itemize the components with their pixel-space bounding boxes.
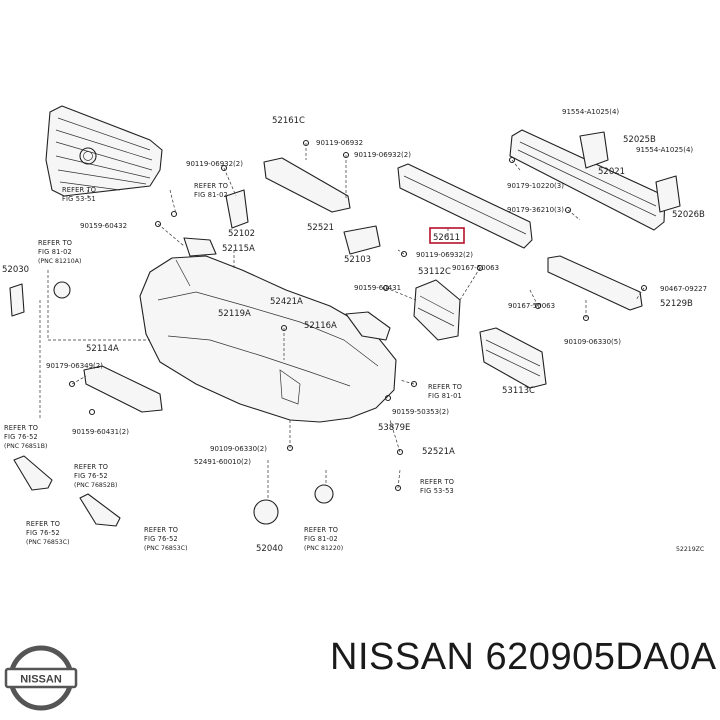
ref-label: (PNC 76852B) (74, 482, 117, 489)
part-label: 90159-60431(2) (72, 428, 129, 436)
fog-lamp-left (53, 281, 71, 299)
part-label: 52161C (272, 116, 305, 126)
part-label: 90467-09227 (660, 285, 707, 293)
part-label: 90109-06330(2) (210, 445, 267, 453)
part-label: 52115A (222, 244, 255, 254)
part-label: 90119-06932(2) (186, 160, 243, 168)
bracket-52025b (579, 131, 609, 169)
part-label: 52021 (598, 167, 625, 177)
ref-label: FIG 76-52 (74, 472, 108, 480)
ref-label: FIG 81-02 (304, 535, 338, 543)
ref-label: REFER TO (428, 383, 462, 391)
part-label: 52025B (623, 135, 656, 145)
logo-wordmark: NISSAN (20, 674, 62, 686)
part-label: 52129B (660, 299, 693, 309)
part-label: 90179-10220(3) (507, 182, 564, 190)
ref-label: FIG 76-52 (26, 529, 60, 537)
ref-label: REFER TO (26, 520, 60, 528)
part-label: 90167-50063 (508, 302, 555, 310)
part-label: 91554-A1025(4) (562, 108, 619, 116)
bumper-reinforcement (509, 129, 666, 231)
nissan-logo-icon: NISSAN (4, 645, 78, 711)
ref-label: REFER TO (304, 526, 338, 534)
part-label: 90119-06932(2) (354, 151, 411, 159)
part-label: 52521 (307, 223, 334, 233)
part-label: 52103 (344, 255, 371, 265)
part-label: 91554-A1025(4) (636, 146, 693, 154)
ref-label: REFER TO (194, 182, 228, 190)
part-label: 90167-50063 (452, 264, 499, 272)
part-label: 53112C (418, 267, 451, 277)
ref-label: (PNC 76853C) (26, 539, 69, 546)
reference-callouts: REFER TO FIG 81-02 REFER TO FIG 81-02 (P… (4, 182, 462, 552)
bracket-52114a (83, 365, 163, 413)
part-label: 52030 (2, 265, 29, 275)
bracket-52030 (9, 283, 25, 317)
part-label: 52521A (422, 447, 455, 457)
part-label: 90159-50353(2) (392, 408, 449, 416)
ref-label: FIG 53-53 (420, 487, 454, 495)
bracket-52129b (547, 255, 643, 311)
part-label: 52119A (218, 309, 251, 319)
part-label: 90179-06349(2) (46, 362, 103, 370)
ref-label: (PNC 81220) (304, 545, 343, 552)
part-label: 53113C (502, 386, 535, 396)
ref-label: FIG 76-52 (144, 535, 178, 543)
fog-lamp-81220 (314, 484, 334, 504)
part-label: 52421A (270, 297, 303, 307)
part-label: 90159-60432 (80, 222, 127, 230)
part-label: 52116A (304, 321, 337, 331)
bracket-52102 (225, 189, 249, 229)
ref-label: FIG 76-52 (4, 433, 38, 441)
ref-label: REFER TO (144, 526, 178, 534)
diagram-code: 52219ZC (676, 546, 704, 553)
part-label: 52114A (86, 344, 119, 354)
highlighted-part-box (429, 227, 465, 244)
part-label: 53879E (378, 423, 410, 433)
front-bumper-cover (139, 255, 397, 423)
bracket-52115a (183, 237, 217, 257)
ref-label: REFER TO (62, 186, 96, 194)
ref-label: FIG 81-02 (38, 248, 72, 256)
trim-76851b (13, 455, 53, 491)
part-labels: 91554-A1025(4) 52025B 91554-A1025(4) 520… (2, 108, 707, 554)
trim-76852b (79, 493, 121, 527)
part-label: 90159-60431 (354, 284, 401, 292)
part-label: 52040 (256, 544, 283, 554)
part-title: NISSAN 620905DA0A (330, 636, 717, 678)
ref-label: (PNC 76851B) (4, 443, 47, 450)
leader-lines (39, 143, 645, 500)
part-label: 52491-60010(2) (194, 458, 251, 466)
part-label: 90109-06330(5) (564, 338, 621, 346)
bracket-52026b (655, 175, 681, 213)
part-label: 90119-06932(2) (416, 251, 473, 259)
reinforcement-absorber (397, 163, 533, 249)
part-label: 90179-36210(3) (507, 206, 564, 214)
part-label: 52102 (228, 229, 255, 239)
ref-label: FIG 53-51 (62, 195, 96, 203)
grille-53113c (479, 327, 547, 389)
part-label: 52026B (672, 210, 705, 220)
ref-label: REFER TO (420, 478, 454, 486)
bracket-52103 (343, 225, 381, 255)
ref-label: REFER TO (38, 239, 72, 247)
grille-53112c (413, 279, 461, 341)
ref-label: FIG 81-01 (428, 392, 462, 400)
bracket-52116a (345, 311, 391, 341)
ref-label: FIG 81-02 (194, 191, 228, 199)
ref-label: (PNC 76853C) (144, 545, 187, 552)
ref-label: REFER TO (4, 424, 38, 432)
ref-label: (PNC 81210A) (38, 258, 81, 265)
ref-label: REFER TO (74, 463, 108, 471)
radiator-grille (45, 105, 163, 197)
part-label: 90119-06932 (316, 139, 363, 147)
bracket-52521 (263, 157, 351, 213)
fog-lamp-52040 (253, 499, 279, 525)
highlighted-part-label: 52611 (433, 233, 460, 243)
